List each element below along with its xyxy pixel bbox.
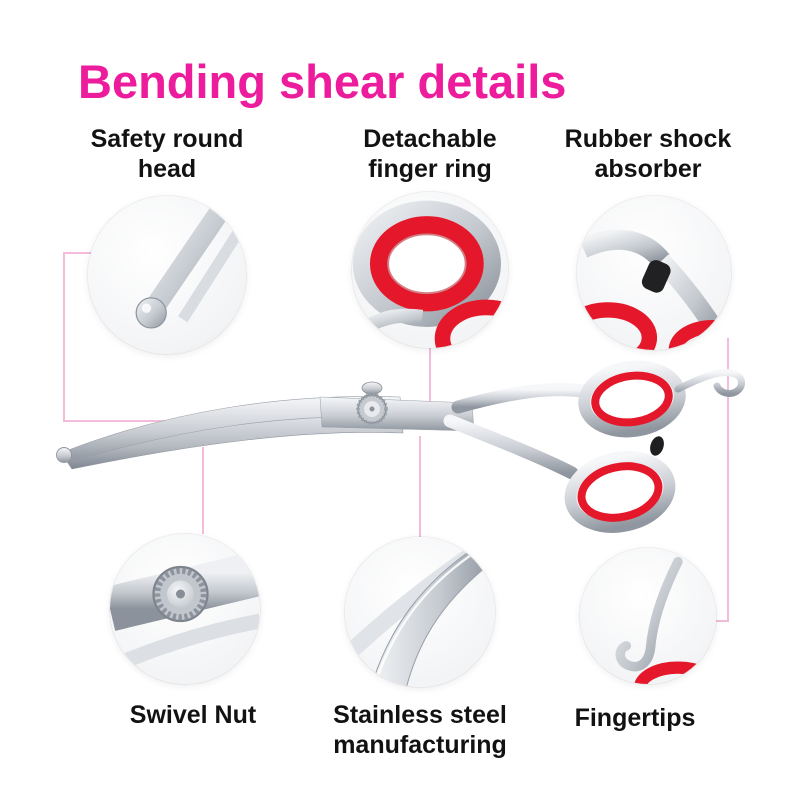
detachable-finger-ring-closeup: [352, 192, 508, 348]
stainless-steel-blade-closeup: [345, 537, 495, 687]
label-swivel-nut: Swivel Nut: [73, 700, 313, 730]
label-safety-round-head: Safety round head: [47, 124, 287, 184]
leader-line-ring-vert: [429, 346, 431, 402]
leader-line-fingertips-stub: [716, 620, 729, 622]
leader-line-safety-vert: [63, 252, 65, 420]
scissors-illustration: [56, 360, 745, 533]
rubber-bumper: [641, 260, 671, 293]
detail-circle-detachable-finger-ring: [352, 192, 508, 348]
leader-line-fingertips-vert: [727, 338, 729, 622]
red-ring-insert: [369, 216, 484, 312]
pivot-screw-knurl: [356, 393, 388, 425]
rubber-shock-absorber-part: [650, 436, 664, 456]
finger-rest-closeup: [615, 556, 683, 672]
leader-line-steel-vert: [419, 436, 421, 537]
label-line: head: [137, 155, 197, 183]
upper-finger-ring-metal: [578, 360, 686, 438]
screw-cap: [361, 381, 383, 395]
label-line: Swivel Nut: [129, 701, 257, 729]
label-rubber-shock-absorber: Rubber shock absorber: [528, 124, 768, 184]
detail-circle-rubber-shock-absorber: [577, 196, 731, 350]
safety-ball-tip: [56, 447, 72, 463]
label-line: finger ring: [368, 155, 492, 183]
label-stainless-steel-manufacturing: Stainless steel manufacturing: [300, 700, 540, 760]
label-line: Fingertips: [574, 704, 696, 732]
leader-line-swivel-vert: [202, 447, 204, 534]
label-fingertips: Fingertips: [515, 703, 755, 733]
lower-finger-ring-metal: [564, 451, 676, 533]
label-line: Stainless steel: [333, 701, 507, 729]
label-line: absorber: [594, 155, 702, 183]
detail-circle-stainless-steel: [345, 537, 495, 687]
fingertips-closeup: [580, 548, 716, 684]
detail-circle-safety-round-head: [88, 196, 246, 354]
round-head-ball: [135, 297, 167, 329]
page-title: Bending shear details: [78, 55, 567, 108]
detail-circle-fingertips: [580, 548, 716, 684]
swivel-nut-closeup: [110, 534, 260, 684]
leader-line-safety-stub: [64, 252, 92, 254]
detail-circle-swivel-nut: [110, 534, 260, 684]
scissors-product-image: [0, 345, 800, 575]
label-detachable-finger-ring: Detachable finger ring: [310, 124, 550, 184]
upper-shank: [451, 383, 591, 414]
lower-finger-ring-rubber: [577, 462, 663, 522]
upper-finger-ring-rubber: [591, 371, 673, 427]
rubber-shock-absorber-closeup: [577, 196, 731, 350]
label-line: Detachable: [363, 125, 497, 153]
pivot-screw-center: [369, 406, 375, 412]
finger-rest: [674, 369, 745, 397]
lower-shank: [443, 414, 579, 480]
label-line: Rubber shock: [564, 125, 732, 153]
label-line: Safety round: [90, 125, 244, 153]
label-line: manufacturing: [333, 731, 507, 759]
safety-round-head-closeup: [88, 196, 246, 354]
